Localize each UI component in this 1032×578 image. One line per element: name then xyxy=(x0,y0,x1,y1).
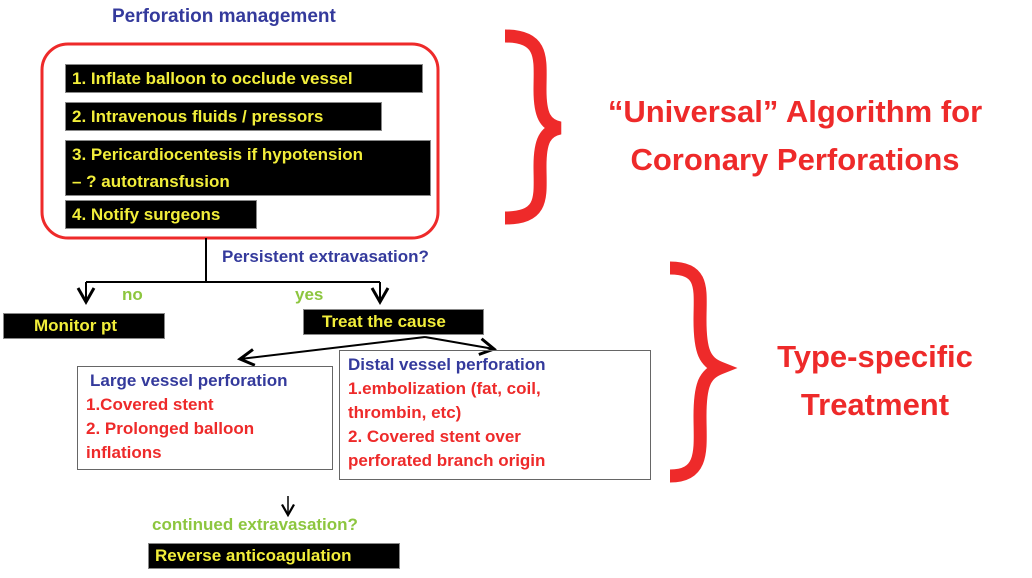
title: Perforation management xyxy=(112,6,336,27)
type-specific-line-1: Type-specific xyxy=(777,339,973,374)
distal-title: Distal vessel perforation xyxy=(348,355,546,374)
large-title: Large vessel perforation xyxy=(90,371,288,390)
large-vessel-box: Large vessel perforation 1.Covered stent… xyxy=(77,366,333,470)
universal-line-2: Coronary Perforations xyxy=(630,142,960,177)
step-4: 4. Notify surgeons xyxy=(65,200,257,229)
universal-heading: “Universal” Algorithm for Coronary Perfo… xyxy=(560,88,1030,184)
treat-box: Treat the cause xyxy=(303,309,484,335)
yes-label: yes xyxy=(295,285,324,304)
large-line: inflations xyxy=(86,443,162,462)
large-line: 2. Prolonged balloon xyxy=(86,419,255,438)
arrow-large xyxy=(236,336,426,367)
type-specific-heading: Type-specific Treatment xyxy=(740,333,1010,429)
type-specific-line-2: Treatment xyxy=(800,387,950,422)
no-label: no xyxy=(122,285,143,304)
step-3-line-1: 3. Pericardiocentesis if hypotension xyxy=(72,145,363,164)
distal-line: 1.embolization (fat, coil, xyxy=(348,379,541,398)
universal-line-1: “Universal” Algorithm for xyxy=(607,94,983,129)
reverse-box: Reverse anticoagulation xyxy=(148,543,400,569)
arrow-distal xyxy=(424,336,497,356)
steps-frame xyxy=(40,42,440,240)
large-line: 1.Covered stent xyxy=(86,395,214,414)
distal-line: thrombin, etc) xyxy=(348,403,462,422)
question: Persistent extravasation? xyxy=(222,247,429,266)
brace-universal xyxy=(504,29,562,225)
continued-question: continued extravasation? xyxy=(152,515,358,534)
step-2: 2. Intravenous fluids / pressors xyxy=(65,102,382,131)
monitor-box: Monitor pt xyxy=(3,313,165,339)
step-3-line-2: – ? autotransfusion xyxy=(72,172,230,191)
distal-line: 2. Covered stent over xyxy=(348,427,521,446)
step-1: 1. Inflate balloon to occlude vessel xyxy=(65,64,423,93)
brace-type-specific xyxy=(669,261,738,483)
step-3: 3. Pericardiocentesis if hypotension – ? … xyxy=(65,140,431,196)
distal-vessel-box: Distal vessel perforation 1.embolization… xyxy=(339,350,651,480)
distal-line: perforated branch origin xyxy=(348,451,546,470)
